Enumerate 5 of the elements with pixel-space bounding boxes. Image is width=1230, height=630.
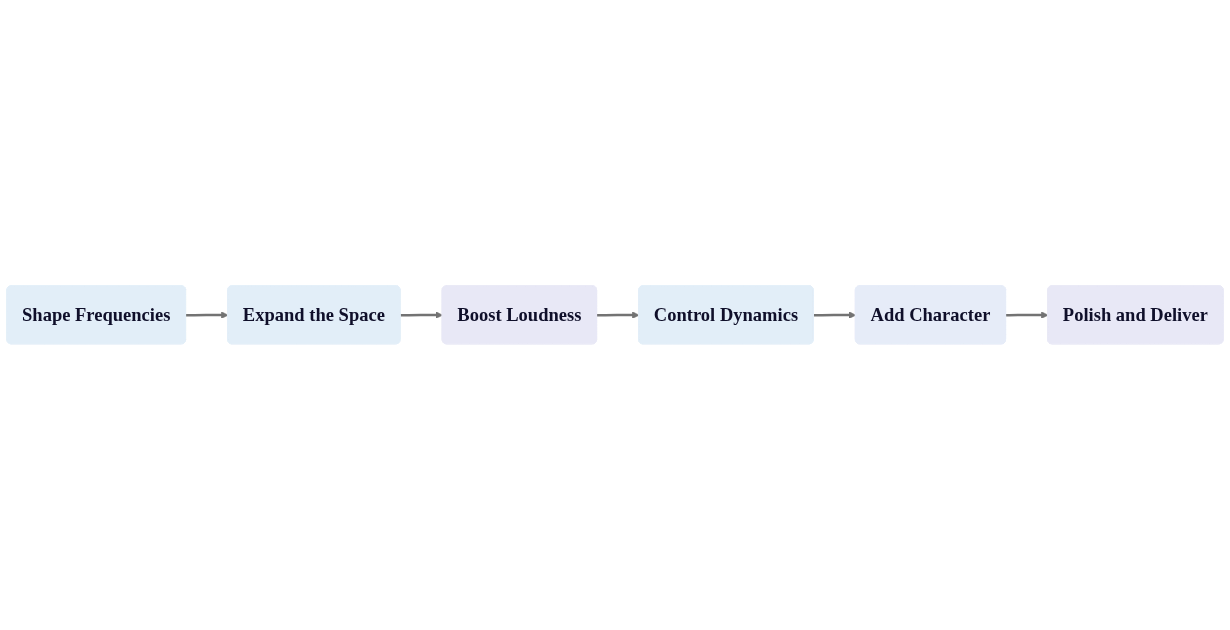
arrow xyxy=(185,311,229,319)
arrow xyxy=(400,311,443,319)
arrow xyxy=(596,311,640,319)
arrow xyxy=(813,311,857,319)
arrow xyxy=(1005,311,1049,319)
